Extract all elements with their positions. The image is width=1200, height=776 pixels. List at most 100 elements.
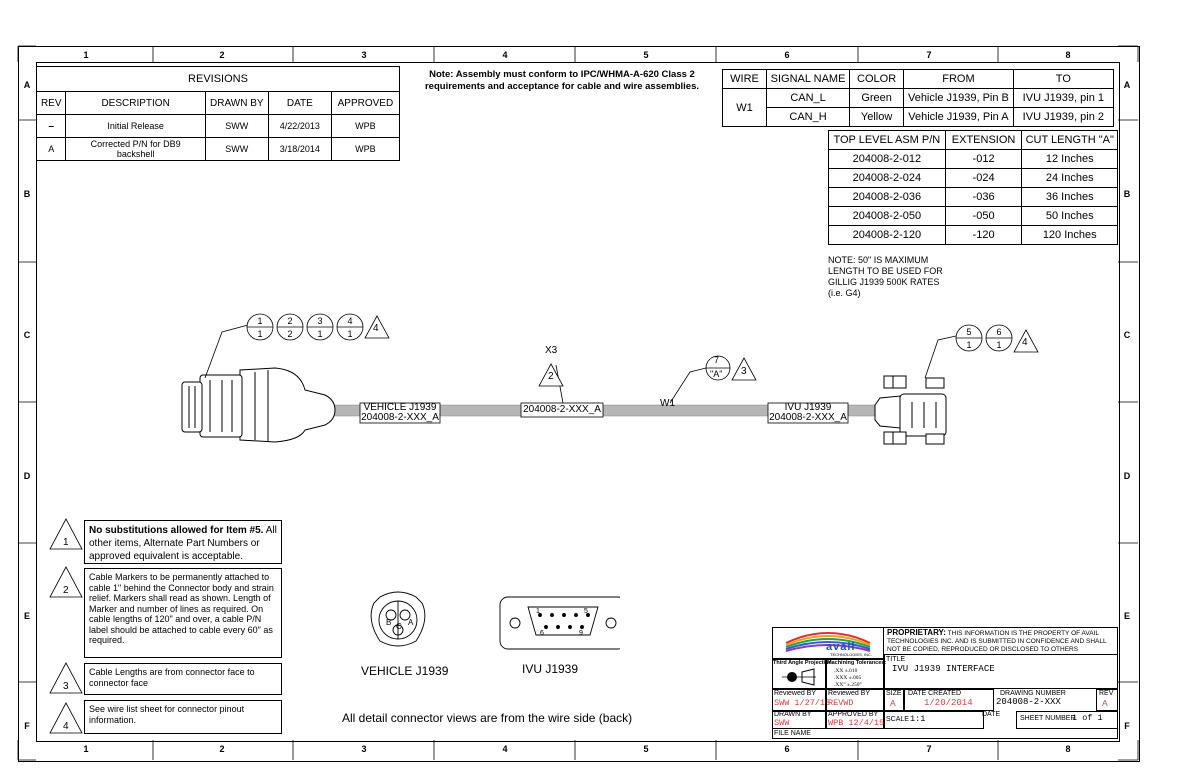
marker-mid-text: 204008-2-XXX_A xyxy=(523,404,601,415)
mid-balloon-top: 7 xyxy=(714,355,720,365)
tolerance-1: .XX ±.010 xyxy=(834,668,858,674)
reviewed-by-2-value: REVWD xyxy=(828,698,854,708)
rev-header-date: DATE xyxy=(267,91,332,115)
approved-by-label: APPROVED BY xyxy=(828,711,879,718)
zone-column-label: 7 xyxy=(926,50,932,60)
zone-row-label: E xyxy=(23,611,30,621)
mid-flag-triangle xyxy=(731,357,757,381)
assembly-length-table: TOP LEVEL ASM P/N EXTENSION CUT LENGTH "… xyxy=(828,130,1118,245)
zone-row-label: F xyxy=(1124,721,1130,731)
approved-by-value: WPB 12/4/15 xyxy=(828,718,885,728)
drawn-by-value: SWW xyxy=(774,718,790,728)
wire-header: FROM xyxy=(903,69,1014,89)
zone-row-label: A xyxy=(23,80,31,90)
vehicle-pin-c: C xyxy=(396,622,402,631)
balloon-number: 1 xyxy=(257,329,263,339)
asm-cell: 24 Inches xyxy=(1021,168,1118,188)
vehicle-pin-a: A xyxy=(408,618,414,627)
marker-line: VEHICLE J1939 xyxy=(363,402,437,413)
connector-detail-views xyxy=(370,591,620,650)
zone-column-label: 1 xyxy=(83,50,89,60)
reviewed-by-value: SWW 1/27/15 xyxy=(774,698,831,708)
balloon-number: 1 xyxy=(257,316,263,326)
note-1-text: All other items, Alternate Part Numbers … xyxy=(89,525,277,562)
asm-cell: -120 xyxy=(944,225,1023,245)
note-2-flag: 2 xyxy=(63,585,69,596)
tolerances-cell xyxy=(826,659,884,689)
vehicle-pin-b: B xyxy=(386,618,392,627)
zone-column-label: 2 xyxy=(219,50,225,60)
rev-cell: Corrected P/N for DB9 backshell xyxy=(65,137,206,161)
logo-text: avail xyxy=(826,641,856,653)
note-3: Cable Lengths are from connector face to… xyxy=(84,663,282,695)
note-3-text: Cable Lengths are from connector face to… xyxy=(89,667,255,688)
table-row: CAN_H Yellow Vehicle J1939, Pin A IVU J1… xyxy=(723,107,1115,127)
db9-pin-1: 1 xyxy=(536,608,540,615)
rev-value: A xyxy=(1102,698,1108,708)
rev-cell: WPB xyxy=(330,137,401,161)
avail-logo-icon xyxy=(785,632,871,652)
balloon-number: 2 xyxy=(287,329,293,339)
vehicle-connector-drawing xyxy=(181,367,336,443)
revisions-table: REVISIONS REV DESCRIPTION DRAWN BY DATE … xyxy=(35,66,401,161)
note-line: LENGTH TO BE USED FOR xyxy=(828,266,943,276)
asm-cell: 204008-2-050 xyxy=(828,206,946,226)
note-2: Cable Markers to be permanently attached… xyxy=(84,568,282,658)
zone-row-label: C xyxy=(1123,330,1131,340)
note-2-text: Cable Markers to be permanently attached… xyxy=(89,572,274,645)
asm-cell: 204008-2-120 xyxy=(828,225,946,245)
title-cell xyxy=(884,654,1118,689)
vehicle-j1939-face xyxy=(370,591,426,647)
ivu-connector-label: IVU J1939 xyxy=(522,662,579,676)
reviewed-by-label: Reviewed BY xyxy=(774,690,817,697)
projection-cell xyxy=(772,659,826,689)
x3-label: X3 xyxy=(545,345,558,356)
date-created-cell xyxy=(904,689,994,711)
rev-header-rev: REV xyxy=(35,91,67,115)
mid-balloon-bottom: "A" xyxy=(710,369,723,379)
zone-column-label: 4 xyxy=(502,744,508,754)
marker-line: 204008-2-XXX_A xyxy=(361,411,439,423)
rev-cell: A xyxy=(35,137,67,161)
marker-right-text: IVU J1939 204008-2-XXX_A xyxy=(768,403,848,422)
wire-cell: Yellow xyxy=(849,107,905,127)
asm-cell: 120 Inches xyxy=(1021,225,1118,245)
rev-header-description: DESCRIPTION xyxy=(65,91,206,115)
zone-column-label: 1 xyxy=(83,744,89,754)
zone-row-label: D xyxy=(23,471,31,481)
mid-flag-number: 3 xyxy=(741,366,747,377)
drawing-title: IVU J1939 INTERFACE xyxy=(892,664,995,674)
asm-cell: -050 xyxy=(944,206,1023,226)
zone-column-label: 5 xyxy=(643,744,649,754)
rev-cell xyxy=(1096,689,1118,711)
rev-cell: SWW xyxy=(204,137,269,161)
balloon-number: 5 xyxy=(966,327,972,337)
sheet-label: SHEET NUMBER xyxy=(1020,715,1076,722)
right-balloon-group xyxy=(955,324,1013,352)
rev-cell: 3/18/2014 xyxy=(267,137,332,161)
wire-table: WIRE SIGNAL NAME COLOR FROM TO W1 CAN_L … xyxy=(721,69,1115,127)
ivu-db9-connector-drawing xyxy=(874,375,947,445)
drawing-number-label: DRAWING NUMBER xyxy=(1000,690,1066,697)
zone-row-label: F xyxy=(24,721,30,731)
logo-cell xyxy=(772,627,884,659)
scale-cell xyxy=(884,711,984,729)
rev-header-approved: APPROVED xyxy=(330,91,401,115)
reviewed-by-2-cell xyxy=(826,689,884,711)
date-created-label: DATE CREATED xyxy=(908,690,962,697)
drawn-by-label: DRAWN BY xyxy=(774,711,812,718)
proprietary-title: PROPRIETARY: xyxy=(887,628,946,637)
balloon-number: 1 xyxy=(347,329,353,339)
zone-column-label: 5 xyxy=(643,50,649,60)
note-4-text: See wire list sheet for connector pinout… xyxy=(89,704,245,725)
zone-row-label: B xyxy=(1123,189,1131,199)
marker-line: IVU J1939 xyxy=(784,402,832,413)
zone-column-label: 3 xyxy=(361,744,367,754)
connector-view-footnote: All detail connector views are from the … xyxy=(342,711,633,725)
left-balloon-group xyxy=(246,313,364,341)
drawing-number-value: 204008-2-XXX xyxy=(996,697,1061,707)
zone-column-label: 6 xyxy=(784,744,790,754)
marker-mid-box xyxy=(520,402,604,418)
